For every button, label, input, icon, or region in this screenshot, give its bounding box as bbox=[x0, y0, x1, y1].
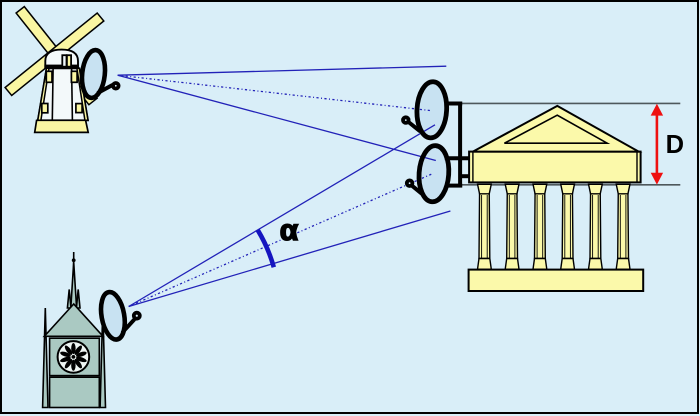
svg-text:α: α bbox=[280, 214, 299, 247]
svg-text:D: D bbox=[666, 131, 684, 159]
